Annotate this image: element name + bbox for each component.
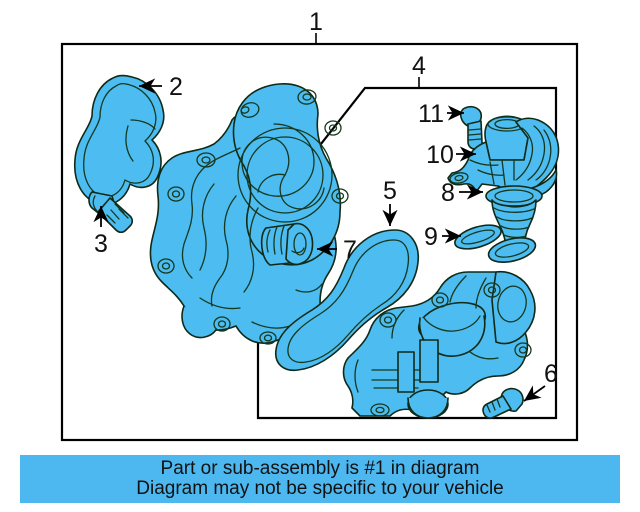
part-6-housing-bolt bbox=[482, 387, 524, 419]
part-2-water-pump-gasket bbox=[74, 74, 165, 206]
part-10-thermostat-housing bbox=[447, 115, 560, 201]
part-3-water-pump-bolt bbox=[88, 191, 134, 234]
callout-4: 4 bbox=[412, 52, 426, 88]
callout-7-number: 7 bbox=[343, 236, 357, 264]
disclaimer-line-1: Part or sub-assembly is #1 in diagram bbox=[160, 457, 480, 479]
part-1-water-pump-housing bbox=[149, 83, 349, 345]
callout-8-number: 8 bbox=[441, 179, 455, 207]
callout-2-number: 2 bbox=[169, 73, 183, 101]
callout-2: 2 bbox=[139, 73, 183, 101]
part-4-thermostat-housing-assembly-body bbox=[342, 270, 536, 419]
callout-8: 8 bbox=[441, 179, 483, 207]
disclaimer-banner: Part or sub-assembly is #1 in diagram Di… bbox=[20, 455, 620, 503]
disclaimer-line-2: Diagram may not be specific to your vehi… bbox=[136, 478, 504, 499]
callout-7: 7 bbox=[317, 236, 357, 264]
callout-3-number: 3 bbox=[94, 230, 108, 258]
callout-4-number: 4 bbox=[412, 52, 426, 80]
callout-1-number: 1 bbox=[309, 8, 323, 36]
callout-6: 6 bbox=[523, 360, 558, 402]
callout-9-number: 9 bbox=[424, 223, 438, 251]
callout-6-number: 6 bbox=[544, 360, 558, 388]
part-7-plug bbox=[260, 222, 314, 266]
outer-assembly-box bbox=[60, 42, 579, 442]
callout-5: 5 bbox=[382, 177, 398, 226]
callout-3: 3 bbox=[93, 206, 109, 258]
callout-11: 11 bbox=[418, 100, 464, 128]
part-5-housing-gasket bbox=[274, 229, 420, 372]
callout-10-number: 10 bbox=[426, 141, 454, 169]
callout-5-number: 5 bbox=[383, 177, 397, 205]
part-9-thermostat-seal bbox=[454, 224, 537, 263]
callout-1: 1 bbox=[309, 8, 323, 44]
callout-11-number: 11 bbox=[418, 100, 444, 128]
callout-10: 10 bbox=[426, 141, 476, 169]
callout-9: 9 bbox=[424, 223, 461, 251]
